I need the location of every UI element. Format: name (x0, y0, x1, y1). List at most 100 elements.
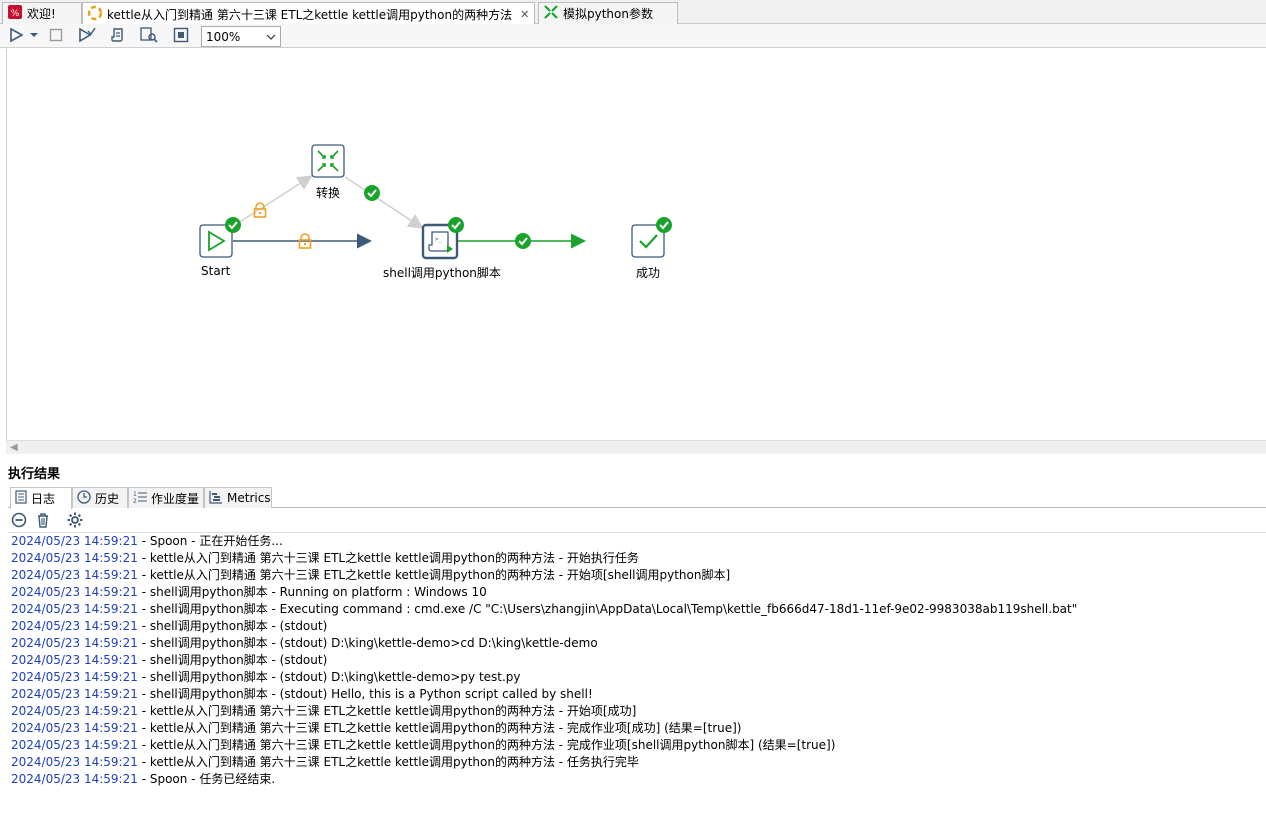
grid-button[interactable] (171, 27, 191, 45)
log-icon (15, 490, 27, 507)
chevron-down-icon (29, 29, 39, 43)
tab-job-metrics-label: 作业度量 (151, 491, 200, 506)
log-line: 2024/05/23 14:59:21 - kettle从入门到精通 第六十三课… (11, 754, 1266, 771)
log-line: 2024/05/23 14:59:21 - shell调用python脚本 - … (11, 618, 1266, 635)
script-icon (110, 27, 126, 46)
tab-history-label: 历史 (95, 491, 120, 506)
log-message: - shell调用python脚本 - (stdout) Hello, this… (137, 687, 593, 701)
success-node-label: 成功 (636, 266, 661, 280)
svg-text:>_: >_ (435, 236, 443, 243)
tab-transformation[interactable]: 模拟python参数 (538, 2, 678, 24)
log-message: - kettle从入门到精通 第六十三课 ETL之kettle kettle调用… (137, 738, 836, 752)
log-line: 2024/05/23 14:59:21 - kettle从入门到精通 第六十三课… (11, 550, 1266, 567)
log-timestamp: 2024/05/23 14:59:21 (11, 755, 138, 769)
log-timestamp: 2024/05/23 14:59:21 (11, 602, 138, 616)
log-timestamp: 2024/05/23 14:59:21 (11, 670, 138, 684)
tab-transformation-label: 模拟python参数 (563, 7, 653, 21)
log-message: - shell调用python脚本 - (stdout) D:\king\ket… (137, 636, 598, 650)
zoom-select[interactable]: 100% (201, 26, 281, 47)
run-check-icon (78, 27, 96, 46)
log-timestamp: 2024/05/23 14:59:21 (11, 636, 138, 650)
tab-job[interactable]: kettle从入门到精通 第六十三课 ETL之kettle kettle调用py… (82, 2, 535, 25)
log-line: 2024/05/23 14:59:21 - shell调用python脚本 - … (11, 652, 1266, 669)
clear-log-button[interactable] (8, 511, 30, 531)
log-line: 2024/05/23 14:59:21 - kettle从入门到精通 第六十三课… (11, 567, 1266, 584)
log-message: - kettle从入门到精通 第六十三课 ETL之kettle kettle调用… (137, 568, 731, 582)
run-button[interactable] (6, 27, 26, 45)
tab-log[interactable]: 日志 (10, 487, 72, 509)
svg-text:1: 1 (133, 491, 137, 498)
log-timestamp: 2024/05/23 14:59:21 (11, 704, 138, 718)
log-timestamp: 2024/05/23 14:59:21 (11, 619, 138, 633)
log-message: - kettle从入门到精通 第六十三课 ETL之kettle kettle调用… (137, 704, 637, 718)
log-line: 2024/05/23 14:59:21 - shell调用python脚本 - … (11, 601, 1266, 618)
job-graph: >_ (199, 144, 672, 260)
success-node[interactable] (631, 217, 672, 258)
job-icon (87, 5, 103, 24)
lock-icon (298, 233, 312, 249)
log-output[interactable]: 2024/05/23 14:59:21 - Spoon - 正在开始任务...2… (8, 532, 1266, 824)
tab-welcome[interactable]: % 欢迎! (2, 2, 82, 24)
tab-metrics-label: Metrics (227, 491, 271, 505)
results-title: 执行结果 (8, 467, 61, 482)
shell-node[interactable]: >_ (421, 217, 464, 260)
log-timestamp: 2024/05/23 14:59:21 (11, 534, 138, 548)
replay-button[interactable] (108, 27, 128, 45)
tab-job-label: kettle从入门到精通 第六十三课 ETL之kettle kettle调用py… (107, 7, 513, 22)
search-list-icon (140, 26, 158, 46)
log-message: - shell调用python脚本 - (stdout) (137, 653, 328, 667)
log-line: 2024/05/23 14:59:21 - kettle从入门到精通 第六十三课… (11, 737, 1266, 754)
log-timestamp: 2024/05/23 14:59:21 (11, 551, 138, 565)
transform-node[interactable] (311, 144, 345, 178)
zoom-value: 100% (206, 29, 241, 44)
log-timestamp: 2024/05/23 14:59:21 (11, 687, 138, 701)
transformation-icon (543, 4, 559, 23)
log-message: - shell调用python脚本 - Executing command : … (137, 602, 1078, 616)
log-line: 2024/05/23 14:59:21 - shell调用python脚本 - … (11, 584, 1266, 601)
trash-icon (35, 512, 51, 531)
shell-node-label: shell调用python脚本 (383, 266, 501, 280)
preview-button[interactable] (77, 27, 97, 45)
tab-history[interactable]: 历史 (72, 487, 128, 508)
hop-start-transform[interactable] (231, 175, 313, 228)
stop-button[interactable] (46, 27, 66, 45)
align-icon (173, 27, 189, 46)
gantt-icon (209, 490, 223, 507)
log-timestamp: 2024/05/23 14:59:21 (11, 568, 138, 582)
chevron-down-icon (266, 30, 276, 44)
log-message: - kettle从入门到精通 第六十三课 ETL之kettle kettle调用… (137, 755, 639, 769)
scroll-left-icon[interactable]: ◀ (10, 442, 18, 453)
log-line: 2024/05/23 14:59:21 - shell调用python脚本 - … (11, 669, 1266, 686)
close-icon[interactable]: ✕ (520, 7, 530, 21)
log-line: 2024/05/23 14:59:21 - kettle从入门到精通 第六十三课… (11, 720, 1266, 737)
editor-tab-bar: % 欢迎! kettle从入门到精通 第六十三课 ETL之kettle kett… (0, 0, 1266, 25)
log-line: 2024/05/23 14:59:21 - shell调用python脚本 - … (11, 686, 1266, 703)
play-icon (8, 27, 24, 46)
tab-metrics[interactable]: Metrics (204, 487, 272, 508)
log-message: - shell调用python脚本 - (stdout) (137, 619, 328, 633)
log-toolbar (8, 510, 88, 532)
tab-welcome-label: 欢迎! (27, 7, 56, 21)
gear-icon (66, 511, 84, 532)
minus-circle-icon (11, 512, 27, 531)
delete-log-button[interactable] (32, 511, 54, 531)
start-node[interactable] (199, 217, 241, 258)
log-timestamp: 2024/05/23 14:59:21 (11, 653, 138, 667)
svg-text:%: % (11, 9, 20, 19)
run-options-button[interactable] (28, 27, 40, 45)
log-message: - Spoon - 任务已经结束. (137, 772, 276, 786)
horizontal-scrollbar[interactable]: ◀ (6, 440, 1266, 454)
log-timestamp: 2024/05/23 14:59:21 (11, 772, 138, 786)
log-settings-button[interactable] (64, 511, 86, 531)
hop-success-icon (515, 233, 531, 249)
analyze-button[interactable] (139, 26, 159, 46)
job-canvas[interactable]: >_ Start 转换 shell调用python脚本 成功 (6, 49, 1266, 440)
log-timestamp: 2024/05/23 14:59:21 (11, 721, 138, 735)
hop-transform-shell[interactable] (344, 176, 424, 229)
toolbar: 100% (0, 24, 1266, 48)
log-line: 2024/05/23 14:59:21 - Spoon - 正在开始任务... (11, 533, 1266, 550)
log-timestamp: 2024/05/23 14:59:21 (11, 738, 138, 752)
